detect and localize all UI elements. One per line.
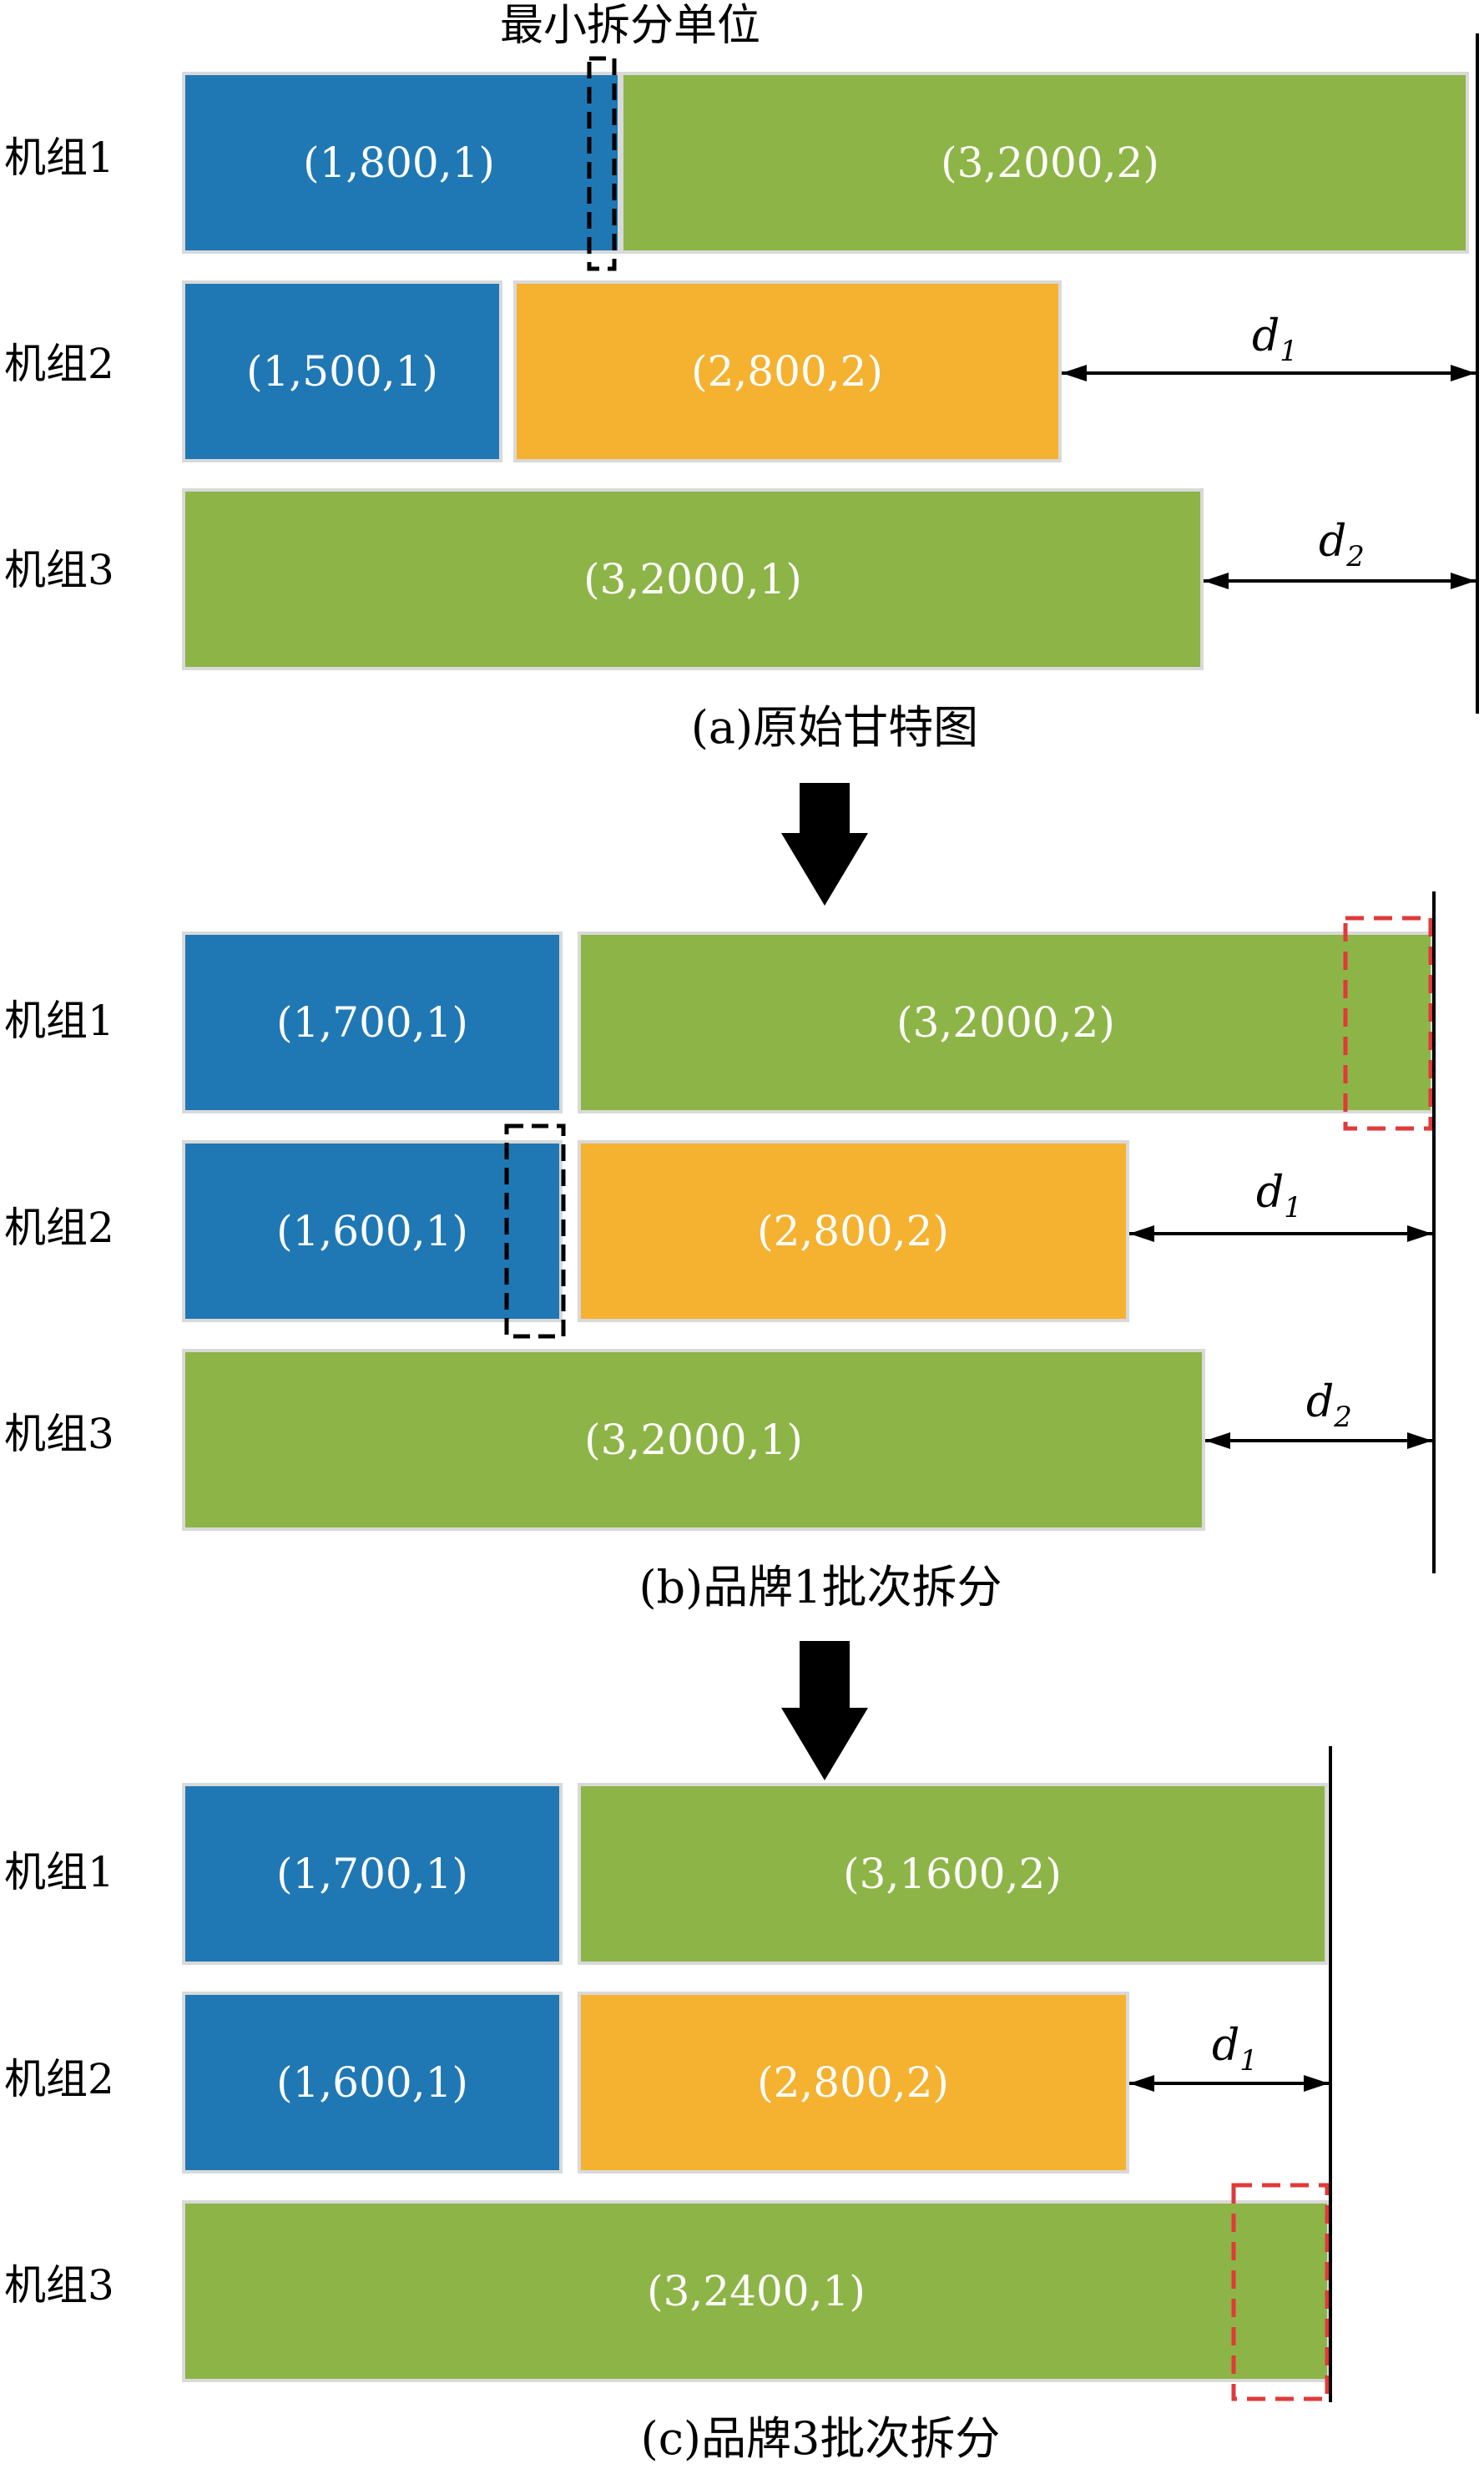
split-highlight-box <box>1231 2183 1330 2401</box>
gantt-bar <box>182 2200 1330 2382</box>
panel-caption: (c)品牌3批次拆分 <box>641 2412 1001 2465</box>
gantt-bar-label: (1,600,1) <box>276 2058 468 2107</box>
gantt-bar <box>182 932 563 1113</box>
gantt-bar-label: (3,2000,1) <box>583 555 802 603</box>
row-label: 机组1 <box>4 1848 114 1896</box>
panel-a: 机组1 机组2 机组3 (1,800,1) (3,2000,2) (1,500,… <box>4 33 1479 754</box>
down-arrow <box>781 1641 868 1780</box>
row-label: 机组1 <box>4 997 114 1045</box>
min-split-unit-box <box>587 56 617 271</box>
gantt-bar <box>182 1992 563 2174</box>
panel-c: 机组1 机组2 机组3 (1,700,1) (3,1600,2) (1,600,… <box>4 1746 1332 2465</box>
gantt-bar-label: (3,2400,1) <box>647 2267 866 2315</box>
gantt-bar-label: (1,700,1) <box>276 998 468 1047</box>
gantt-bar <box>578 1140 1129 1322</box>
gantt-bar-label: (3,2000,2) <box>896 998 1115 1047</box>
panel-caption: (b)品牌1批次拆分 <box>639 1561 1002 1613</box>
gap-label: d1 <box>1212 2021 1258 2078</box>
row-label: 机组1 <box>4 134 114 182</box>
down-arrow <box>781 783 868 906</box>
gantt-bar <box>182 488 1204 670</box>
row-label: 机组3 <box>4 546 114 594</box>
gantt-bar-label: (2,800,2) <box>691 347 883 396</box>
gantt-bar <box>182 72 621 254</box>
panel-caption: (a)原始甘特图 <box>691 701 978 754</box>
gantt-bar <box>182 280 502 462</box>
split-highlight-box <box>1343 916 1433 1131</box>
gap-label: d1 <box>1252 311 1298 368</box>
panel-b: 机组1 机组2 机组3 (1,700,1) (3,2000,2) (1,600,… <box>4 891 1436 1613</box>
gantt-bar-label: (1,600,1) <box>276 1207 468 1255</box>
gantt-bar <box>182 1783 563 1965</box>
gantt-bar-label: (3,2000,2) <box>941 139 1159 187</box>
gantt-bar <box>578 1992 1129 2174</box>
gantt-bar <box>182 1349 1205 1531</box>
row-label: 机组2 <box>4 340 114 388</box>
row-label: 机组2 <box>4 2055 114 2103</box>
gantt-bar-label: (2,800,2) <box>757 1207 949 1255</box>
gantt-bar <box>513 280 1062 462</box>
row-label: 机组3 <box>4 2261 114 2310</box>
gantt-bar-label: (3,2000,1) <box>584 1416 803 1464</box>
gantt-bar <box>578 1783 1328 1965</box>
gap-label: d1 <box>1256 1168 1302 1224</box>
row-label: 机组2 <box>4 1204 114 1252</box>
min-split-unit-box <box>504 1123 566 1339</box>
gantt-bar <box>182 1140 563 1322</box>
gap-label: d2 <box>1319 517 1365 573</box>
gantt-bar-label: (1,500,1) <box>246 347 438 396</box>
gantt-bar-label: (2,800,2) <box>757 2058 949 2107</box>
annotation-min-split-unit: 最小拆分单位 <box>500 1 760 51</box>
row-label: 机组3 <box>4 1410 114 1458</box>
gantt-bar-label: (1,800,1) <box>303 139 495 187</box>
gantt-bar-label: (3,1600,2) <box>843 1850 1062 1898</box>
gap-label: d2 <box>1306 1377 1352 1434</box>
gantt-bar-label: (1,700,1) <box>276 1850 468 1898</box>
gantt-bar <box>620 72 1469 254</box>
